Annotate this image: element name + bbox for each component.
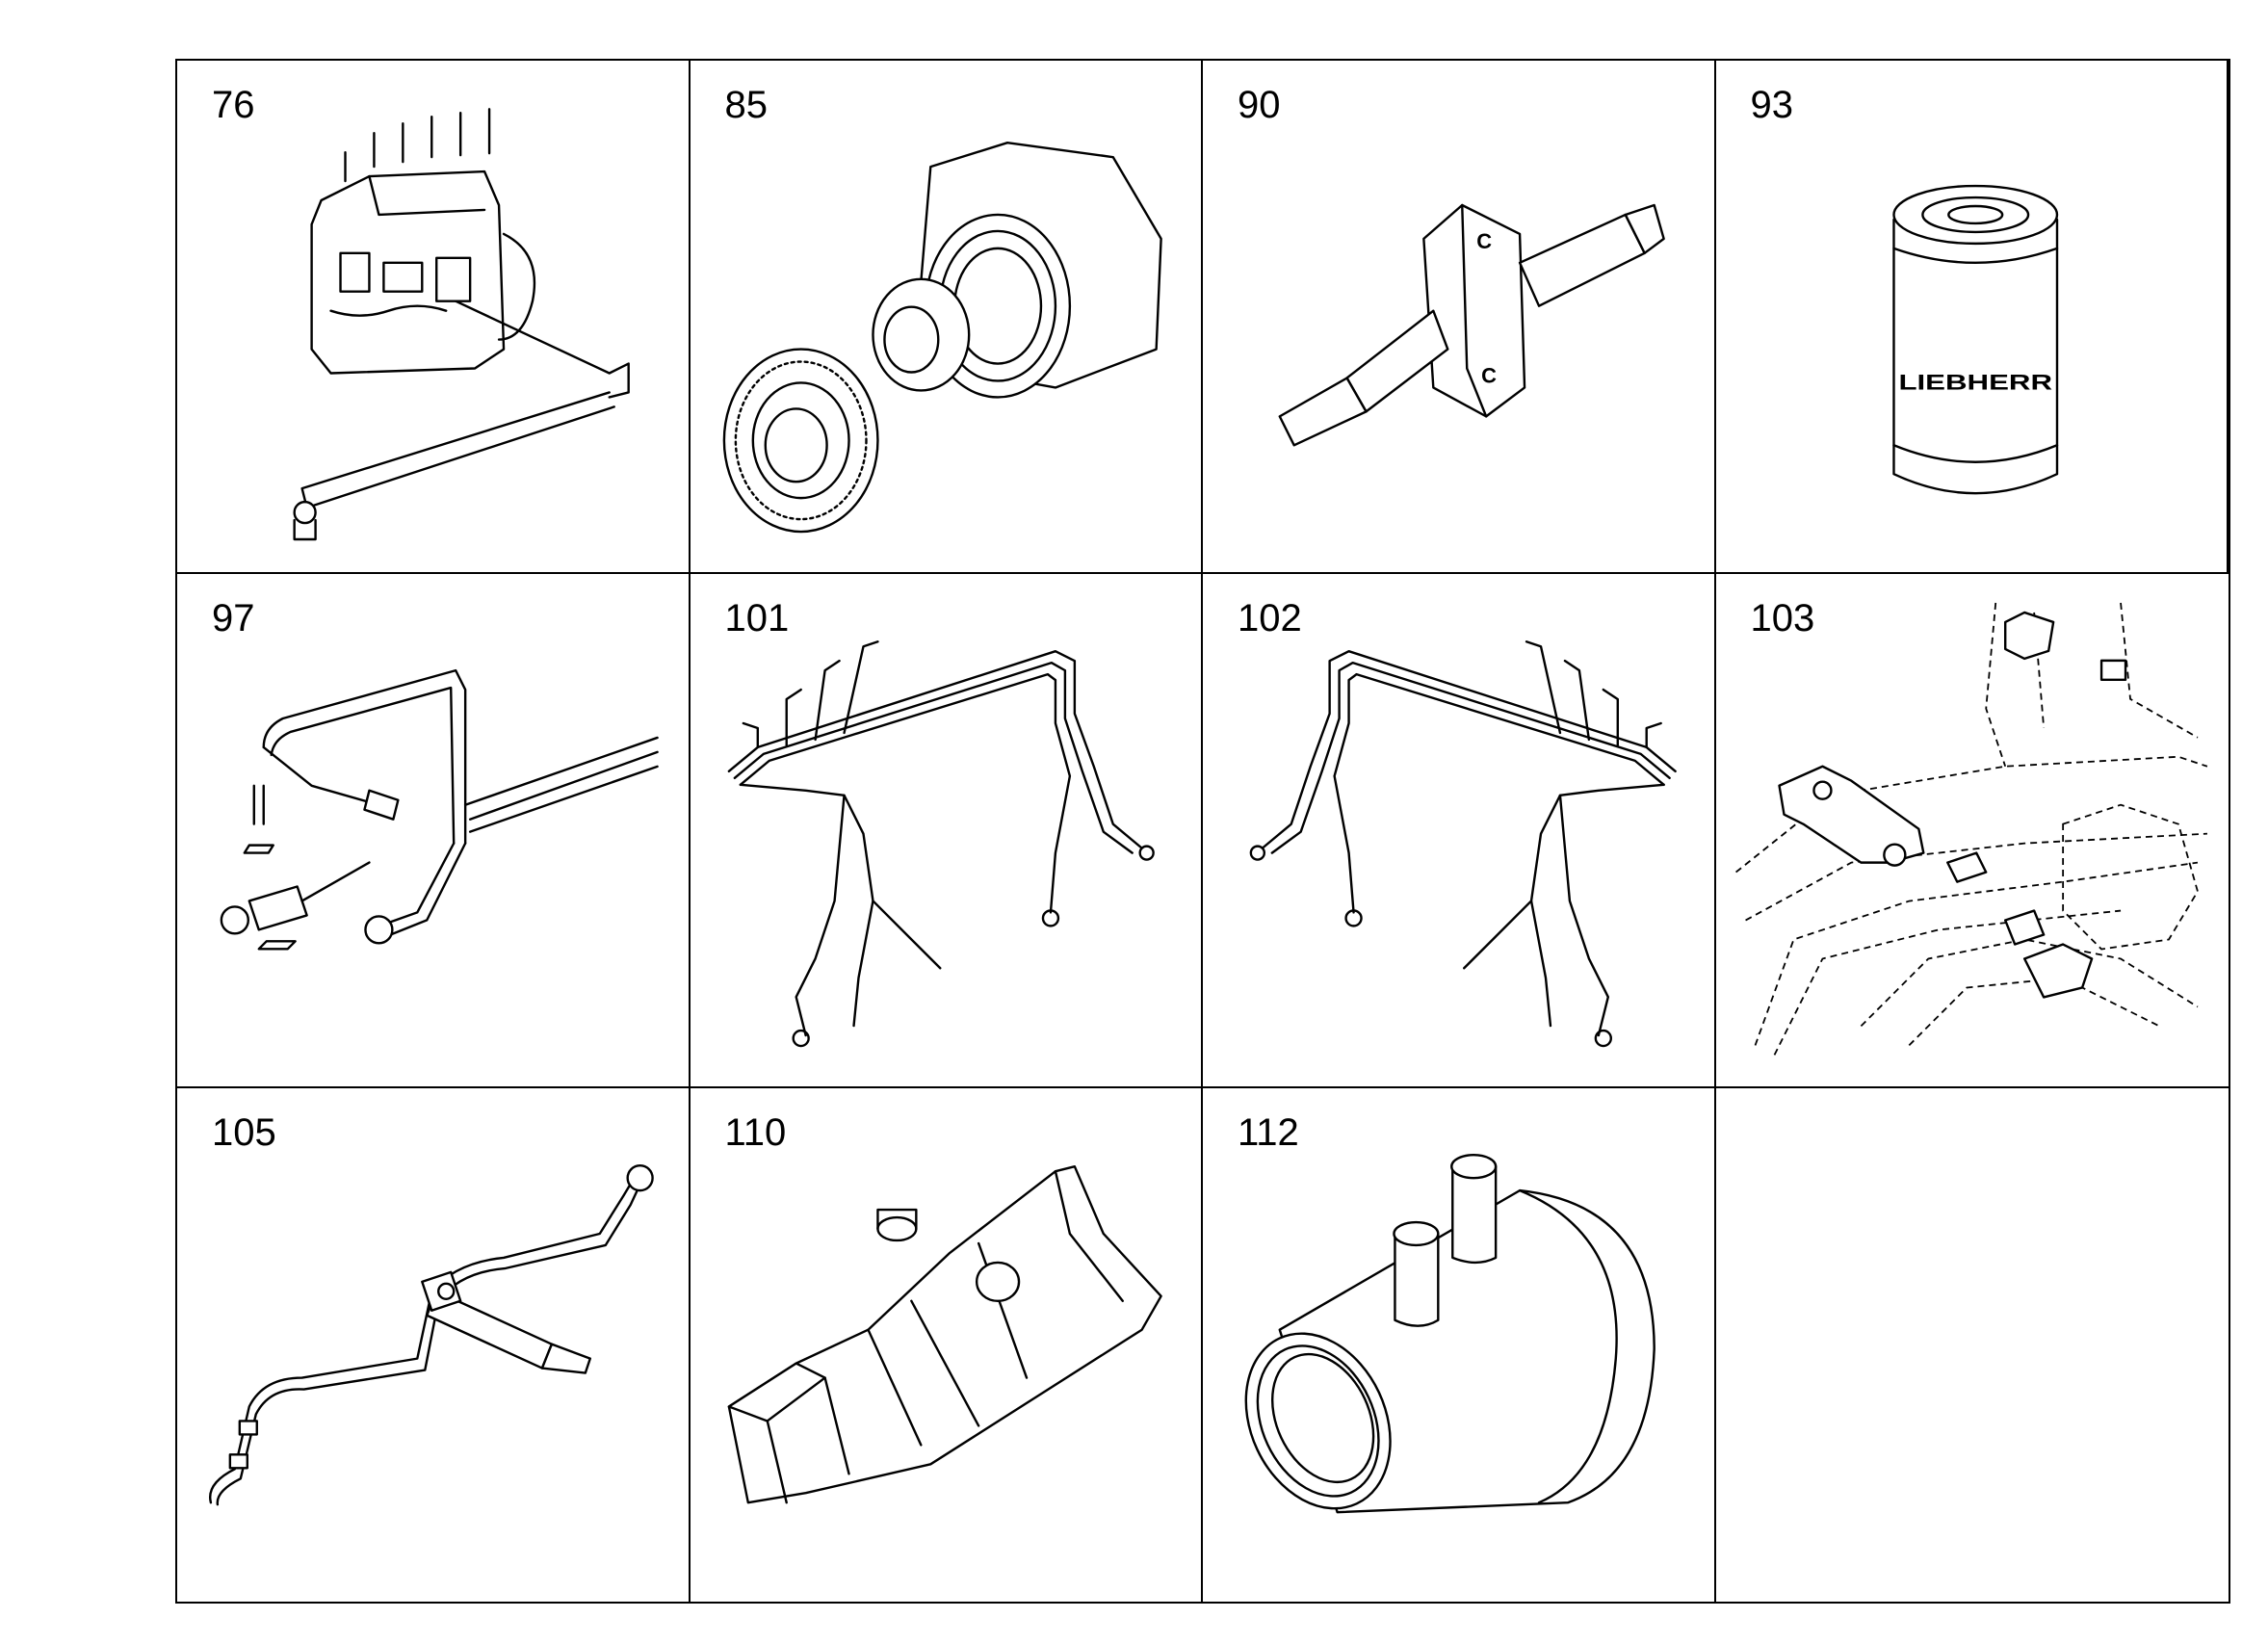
air-inlet-adapter-icon (1203, 1088, 1714, 1602)
part-cell-90[interactable]: 90 C C (1203, 61, 1716, 575)
filter-brand-text: LIEBHERR (1898, 370, 2052, 394)
injection-lines-left-icon (691, 574, 1202, 1085)
part-cell-102[interactable]: 102 (1203, 574, 1716, 1088)
injection-lines-right-icon (1203, 574, 1714, 1085)
part-number: 103 (1750, 597, 1815, 640)
part-number: 93 (1750, 84, 1794, 126)
svg-text:C: C (1481, 363, 1497, 387)
part-cell-101[interactable]: 101 (690, 574, 1203, 1088)
part-cell-110[interactable]: 110 (691, 1087, 1203, 1602)
part-cell-103[interactable]: 103 (1715, 574, 2229, 1088)
svg-text:C: C (1476, 229, 1492, 253)
part-number: 110 (724, 1110, 787, 1154)
part-cell-105[interactable]: 105 (177, 1087, 691, 1602)
part-number: 76 (212, 84, 255, 126)
part-cell-85[interactable]: 85 (690, 61, 1203, 575)
return-line-injector-icon (177, 1088, 689, 1602)
part-number: 90 (1238, 84, 1281, 126)
injector-icon: C C (1203, 61, 1714, 572)
part-number: 102 (1238, 597, 1302, 640)
part-number: 97 (212, 597, 255, 640)
parts-grid: 76 85 90 (175, 59, 2230, 1604)
fuel-filter-icon: LIEBHERR (1716, 61, 2228, 572)
part-number: 105 (212, 1110, 276, 1154)
intake-manifold-icon (691, 1088, 1202, 1602)
part-number: 112 (1238, 1110, 1299, 1154)
part-number: 85 (724, 84, 769, 126)
pump-drive-gear-icon (691, 61, 1202, 572)
part-cell-76[interactable]: 76 (177, 61, 691, 575)
part-cell-97[interactable]: 97 (177, 574, 691, 1088)
engine-mount-bracket-icon (1716, 574, 2229, 1085)
injection-pump-icon (177, 61, 689, 572)
fuel-line-assembly-icon (177, 574, 689, 1085)
part-cell-112[interactable]: 112 (1203, 1087, 1716, 1602)
part-number: 101 (724, 597, 790, 640)
part-cell-93[interactable]: 93 LIEBHERR (1715, 61, 2229, 575)
empty-cell (1716, 1088, 2229, 1602)
